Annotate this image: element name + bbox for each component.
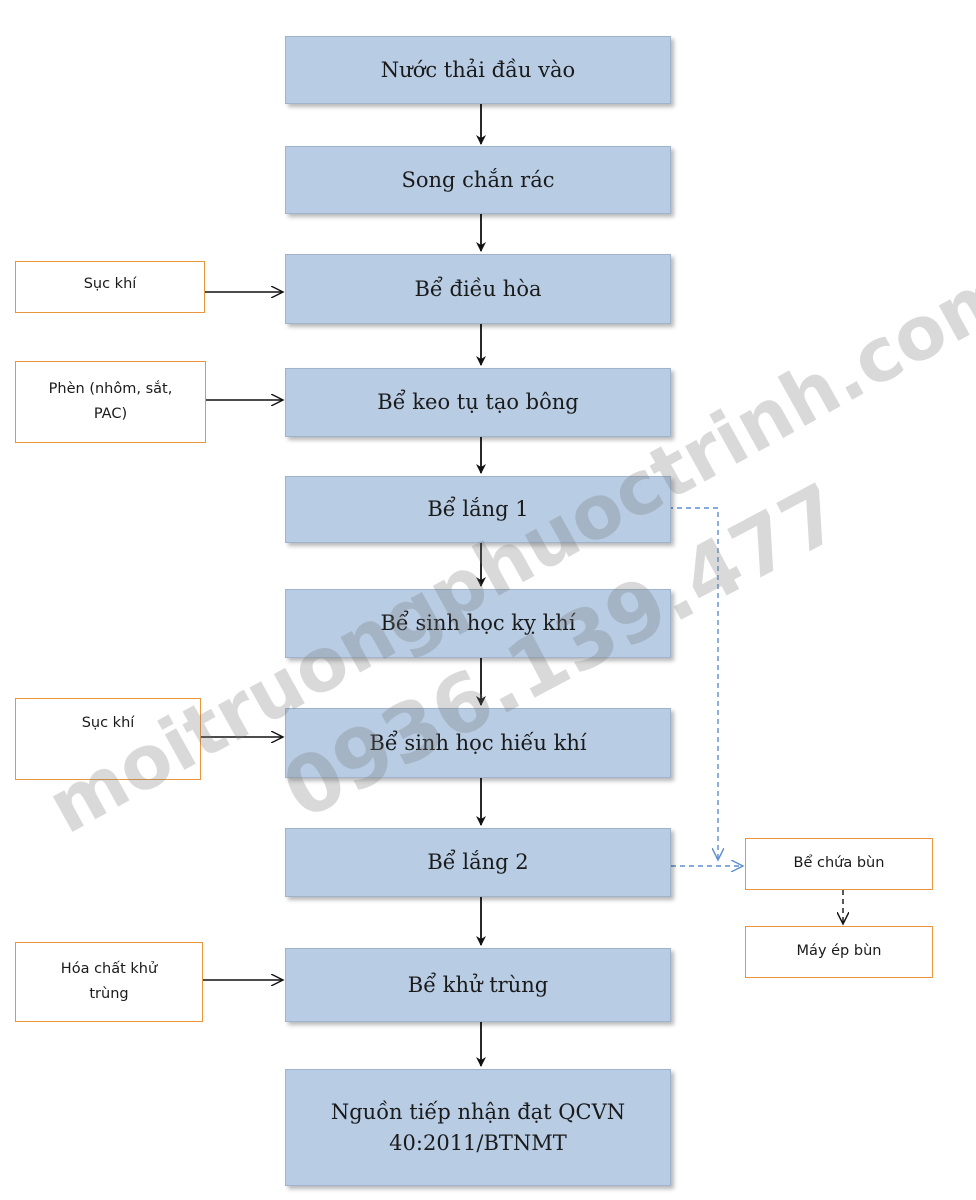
step-anaerobic-tank: Bể sinh học kỵ khí (285, 589, 671, 658)
sludge-line-from-clarifier-1 (668, 507, 718, 860)
step-clarifier-2: Bể lắng 2 (285, 828, 671, 897)
step-equalization-tank: Bể điều hòa (285, 254, 671, 324)
sludge-press: Máy ép bùn (745, 926, 933, 978)
sludge-tank: Bể chứa bùn (745, 838, 933, 890)
step-disinfection-tank: Bể khử trùng (285, 948, 671, 1022)
input-aeration-1: Sục khí (15, 261, 205, 313)
input-disinfectant: Hóa chất khử trùng (15, 942, 203, 1022)
step-aerobic-tank: Bể sinh học hiếu khí (285, 708, 671, 778)
input-aeration-2: Sục khí (15, 698, 201, 780)
step-discharge: Nguồn tiếp nhận đạt QCVN 40:2011/BTNMT (285, 1069, 671, 1186)
step-clarifier-1: Bể lắng 1 (285, 476, 671, 543)
step-coagulation-tank: Bể keo tụ tạo bông (285, 368, 671, 437)
step-screen: Song chắn rác (285, 146, 671, 214)
input-coagulant: Phèn (nhôm, sắt, PAC) (15, 361, 206, 443)
step-influent: Nước thải đầu vào (285, 36, 671, 104)
